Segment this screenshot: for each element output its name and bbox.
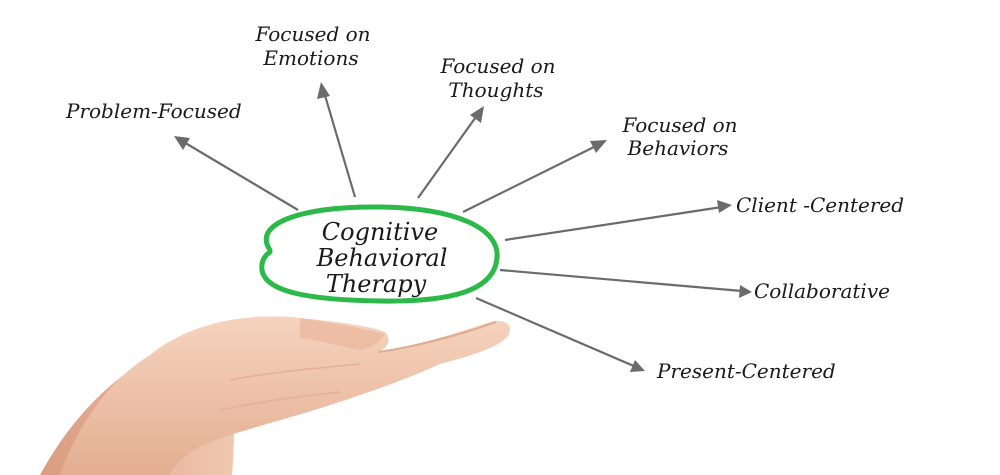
label-collaborative: Collaborative — [754, 279, 890, 303]
center-label-line-2: Behavioral — [316, 244, 448, 272]
center-label-line-3: Therapy — [326, 270, 427, 298]
arrow-to-client-centered — [504, 200, 732, 242]
center-label-line-1: Cognitive — [322, 218, 438, 246]
label-focused-on-behaviors-line-2: Behaviors — [627, 136, 729, 160]
label-problem-focused: Problem-Focused — [65, 99, 242, 123]
center-ring — [259, 204, 500, 304]
label-present-centered: Present-Centered — [656, 359, 836, 383]
arrow-to-present-centered — [475, 296, 645, 372]
label-focused-on-thoughts-line-2: Thoughts — [448, 78, 543, 102]
label-focused-on-behaviors-line-1: Focused on — [621, 113, 737, 137]
arrow-to-problem-focused — [174, 136, 299, 211]
arrow-to-focused-on-behaviors — [462, 140, 607, 213]
label-focused-on-emotions-line-2: Emotions — [262, 46, 358, 70]
branch-labels: Problem-Focused Focused on Emotions Focu… — [65, 22, 904, 383]
label-focused-on-thoughts-line-1: Focused on — [439, 54, 555, 78]
arrow-to-collaborative — [499, 268, 752, 298]
center-node: Cognitive Behavioral Therapy — [259, 204, 500, 304]
label-focused-on-emotions-line-1: Focused on — [254, 22, 370, 46]
arrows — [174, 82, 752, 372]
arrow-to-focused-on-thoughts — [417, 106, 484, 199]
arrow-to-focused-on-emotions — [317, 82, 357, 198]
label-client-centered: Client -Centered — [736, 193, 904, 217]
hand-illustration — [40, 316, 510, 475]
